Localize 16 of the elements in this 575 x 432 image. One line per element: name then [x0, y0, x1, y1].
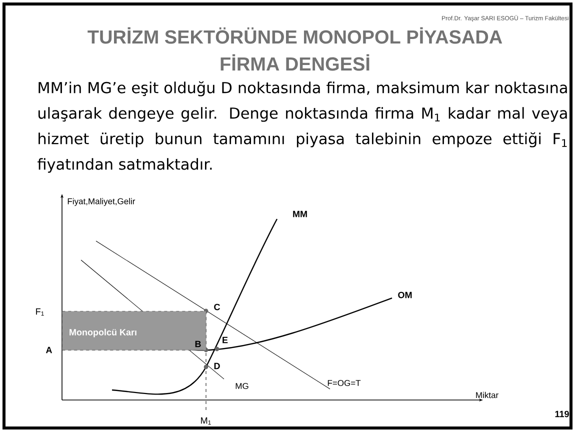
page-number: 119: [555, 410, 569, 418]
axis-label: Miktar: [476, 392, 498, 398]
point-label: E: [222, 336, 228, 344]
point-label: D: [214, 362, 220, 370]
curve-label: F=OG=T: [328, 380, 361, 386]
title: TURİZM SEKTÖRÜNDE MONOPOL PİYASADA FİRMA DENGESİ: [88, 27, 502, 71]
body-paragraph: MM’in MG’e eşit olduğu D noktasında firma, maksimum kar noktasına ulaşarak dengeye gelir. Denge noktasında firma M$_{1}$ kadar mal veya hizmet üretip bunun tamamını piyasa talebinin empoze ettiği F$_{1}$ fiyatından satmaktadır.: [38, 81, 567, 173]
curve-label: MM: [293, 210, 307, 218]
point-label: B: [195, 340, 201, 348]
curve-label: OM: [398, 292, 412, 298]
point-label: C: [214, 304, 220, 310]
axis-label: M$_{1}$: [201, 417, 211, 425]
axis-label: A: [46, 346, 52, 354]
axis-label: F$_{1}$: [36, 308, 44, 316]
axis-label: Fiyat,Maliyet,Gelir: [68, 198, 136, 206]
curve-label: MG: [236, 383, 248, 389]
